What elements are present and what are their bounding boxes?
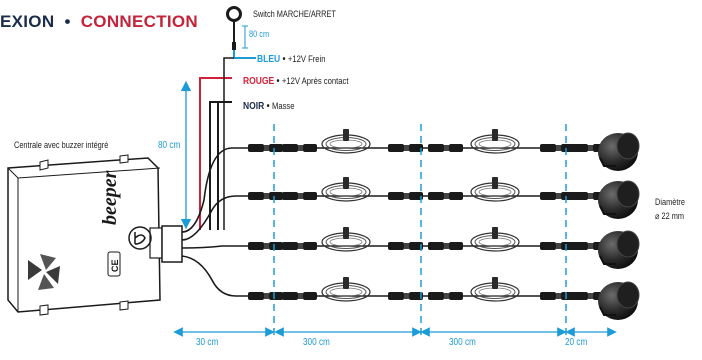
wire-red-name: ROUGE — [243, 76, 275, 87]
wire-label-red: ROUGE • +12V Après contact — [243, 72, 367, 88]
dimension-label-4: 20 cm — [565, 337, 588, 348]
wire-blue-sep: • — [282, 54, 286, 65]
wire-blue-name: BLEU — [257, 54, 281, 65]
switch-label: Switch MARCHE/ARRET — [253, 9, 336, 19]
sensor-cable-row-2 — [248, 176, 607, 202]
central-label: Centrale avec buzzer intégré — [14, 140, 109, 150]
dimension-label-3: 300 cm — [449, 337, 476, 348]
dimension-label-2: 300 cm — [303, 337, 330, 348]
switch-length: 80 cm — [249, 29, 270, 39]
wire-label-blue: BLEU • +12V Frein — [257, 50, 338, 66]
power-wires — [199, 50, 256, 230]
page-title: EXION • CONNECTION — [0, 13, 198, 30]
title-part1: EXION — [0, 12, 55, 31]
switch-length-bracket — [242, 25, 248, 49]
sensor-cable-row-1 — [248, 128, 607, 154]
wire-black-sep: • — [266, 101, 270, 112]
speaker-logo-icon — [28, 254, 60, 290]
wire-black-name: NOIR — [243, 101, 265, 112]
central-brand: beeper — [99, 170, 121, 225]
sensor-diameter-label: Diamètre — [655, 197, 685, 207]
harness-fanout — [181, 147, 248, 297]
beeper-logo-icon — [128, 226, 152, 250]
wire-red-sep: • — [276, 76, 280, 87]
sensor-diameter-value: ⌀ 22 mm — [655, 211, 685, 221]
segment-separators — [273, 124, 567, 340]
sensor-cable-row-4 — [248, 276, 607, 302]
title-separator: • — [64, 12, 71, 31]
central-ce-mark: CE — [110, 259, 120, 272]
central-unit: beeper CE — [7, 154, 183, 316]
sensor-3-icon — [598, 230, 640, 269]
wire-black-desc: Masse — [271, 101, 295, 111]
sensor-cable-row-3 — [248, 226, 607, 252]
sensor-2-icon — [598, 180, 640, 219]
sensor-1-icon — [598, 132, 640, 171]
wire-label-black: NOIR • Masse — [243, 97, 304, 113]
cable-length-label: 80 cm — [158, 140, 181, 151]
switch-icon — [226, 6, 242, 50]
dimension-label-1: 30 cm — [196, 337, 219, 348]
title-part2: CONNECTION — [80, 12, 199, 31]
wire-red-desc: +12V Après contact — [281, 76, 349, 86]
wire-blue-desc: +12V Frein — [287, 54, 326, 64]
sensor-4-icon — [598, 281, 640, 320]
